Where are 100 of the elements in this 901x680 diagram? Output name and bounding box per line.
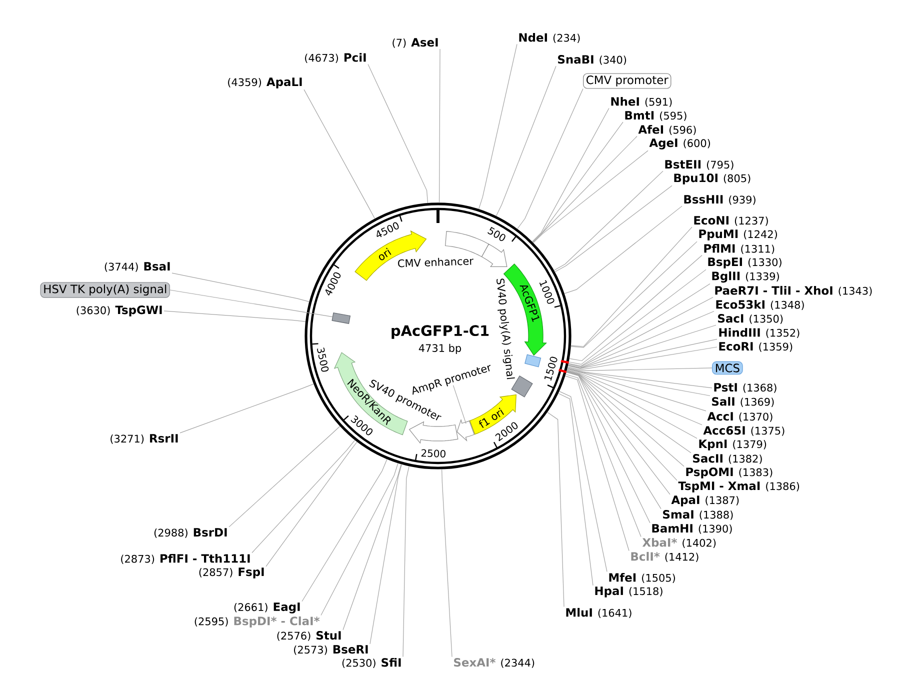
site-label: ApaI (1387) (671, 496, 739, 506)
site-label: SacII (1382) (693, 454, 762, 464)
leader-line (566, 372, 650, 524)
leader-line (558, 391, 608, 572)
leader-line (517, 88, 584, 230)
leader-line (570, 241, 698, 348)
leader-line (570, 226, 692, 347)
leader-line (566, 371, 670, 495)
leader-line (568, 269, 706, 365)
site-label: NheI (591) (611, 96, 672, 108)
site-label: BclI* (1412) (631, 552, 698, 562)
site-label: AccI (1370) (707, 412, 772, 422)
leader-line (567, 368, 712, 388)
leader-line (180, 384, 314, 434)
tick-label: 2500 (421, 449, 446, 458)
feature-label: MCS (712, 361, 743, 375)
site-label: EcoNI (1237) (694, 216, 768, 226)
plasmid-name: pAcGFP1-C1 (392, 325, 489, 339)
leader-line (566, 371, 678, 481)
site-label: (2873) PflFI - Tth111I (121, 554, 250, 564)
site-label: PpuMI (1242) (699, 230, 777, 240)
site-label: PflMI (1311) (704, 244, 774, 254)
leader-line (478, 44, 518, 210)
leader-line (402, 466, 410, 658)
tick-label: 3500 (317, 348, 329, 372)
site-label: BspEI (1330) (708, 258, 782, 268)
site-label: (2530) SfiI (342, 658, 401, 668)
leader-line (320, 462, 398, 616)
site-label: (4673) PciI (305, 52, 366, 64)
leader-line (547, 412, 564, 608)
leader-line (554, 185, 672, 272)
site-label: SacI (1350) (718, 314, 783, 324)
leader-line (496, 66, 556, 216)
site-label: SexAI* (2344) (454, 658, 534, 668)
leader-line (568, 324, 716, 368)
leader-line (569, 254, 702, 362)
site-label: BmtI (595) (625, 111, 686, 121)
site-label: BamHI (1390) (652, 524, 732, 534)
site-label: SalI (1369) (712, 396, 774, 408)
leader-line (568, 310, 714, 368)
feature-label: HSV TK poly(A) signal (40, 282, 170, 298)
site-label: (3630) TspGWI (76, 306, 162, 316)
site-label: PstI (1368) (714, 383, 776, 393)
site-label: AfeI (596) (638, 124, 696, 136)
site-label: Eco53kI (1348) (716, 300, 804, 310)
leader-line (228, 426, 340, 528)
site-label: (2857) FspI (199, 568, 264, 578)
site-label: (3744) BsaI (104, 262, 170, 272)
leader-line (566, 370, 684, 467)
leader-line (164, 310, 306, 322)
leader-line (304, 89, 376, 219)
site-label: (2595) BspDI* - ClaI* (194, 616, 320, 628)
leader-line (554, 170, 664, 271)
tick-label: 500 (488, 226, 506, 242)
site-label: (2576) StuI (277, 631, 341, 641)
site-label: SmaI (1388) (663, 510, 733, 520)
site-label: PaeR7I - TliI - XhoI (1343) (715, 286, 872, 296)
leader-line (566, 370, 692, 454)
site-label: HpaI (1518) (595, 586, 662, 598)
leader-line (370, 464, 402, 644)
leader-line (532, 108, 610, 242)
site-label: KpnI (1379) (699, 440, 766, 450)
site-label: (2573) BseRI (294, 645, 368, 655)
site-label: MluI (1641) (566, 608, 632, 618)
leader-line (567, 346, 718, 370)
tick-label: 4000 (325, 272, 341, 296)
leader-line (564, 206, 682, 294)
leader-line (452, 385, 466, 424)
leader-line (566, 368, 710, 396)
leader-line (368, 64, 428, 204)
site-label: (7) AseI (392, 38, 438, 48)
site-label: PspOMI (1383) (686, 468, 772, 478)
leader-line (438, 48, 440, 203)
feature-block (481, 244, 508, 267)
leader-line (566, 368, 706, 412)
site-label: BglII (1339) (712, 271, 779, 283)
site-label: Bpu10I (805) (674, 174, 750, 184)
leader-line (566, 369, 702, 426)
site-label: (2661) EagI (234, 602, 300, 614)
site-label: SnaBI (340) (558, 55, 626, 65)
site-label: EcoRI (1359) (719, 342, 792, 352)
leader-line (566, 370, 698, 439)
leader-line (342, 464, 402, 630)
leader-line (533, 150, 648, 244)
site-label: TspMI - XmaI (1386) (678, 482, 800, 492)
site-label: Acc65I (1375) (703, 426, 784, 436)
leader-line (266, 442, 358, 567)
leader-line (442, 468, 452, 658)
leader-line (302, 458, 388, 602)
leader-line (567, 367, 712, 372)
site-label: BstEII (795) (665, 160, 734, 170)
site-label: (4359) ApaLI (228, 78, 302, 88)
plasmid-size: 4731 bp (418, 344, 462, 354)
leader-line (568, 283, 710, 366)
leader-line (565, 374, 642, 538)
site-label: (2988) BsrDI (154, 528, 227, 538)
feature-block (456, 418, 475, 442)
tick-label: 1500 (544, 356, 558, 381)
site-label: AgeI (600) (649, 138, 710, 150)
site-label: BssHII (939) (684, 195, 756, 205)
